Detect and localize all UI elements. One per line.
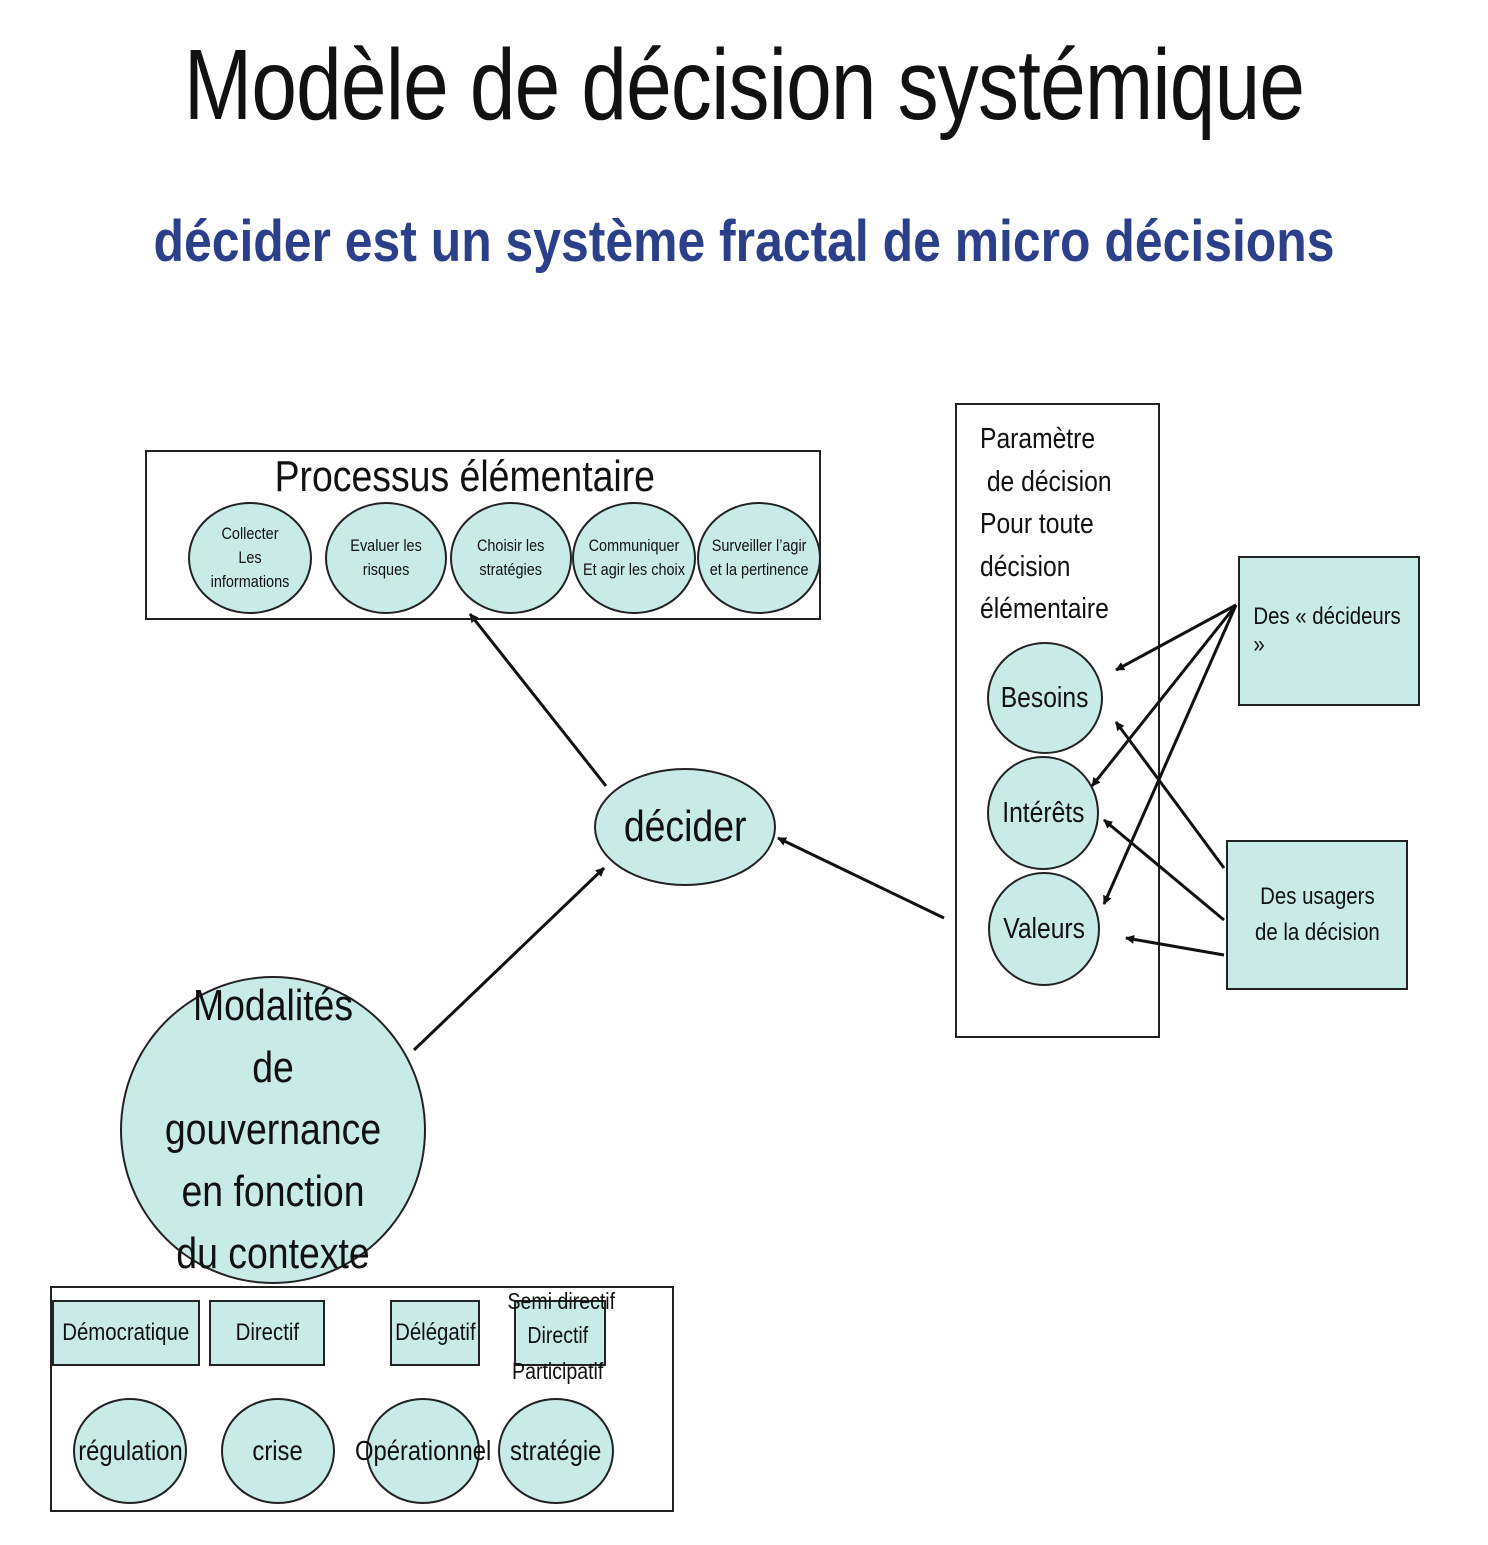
- step-label: Communiquer Et agir les choix: [583, 536, 685, 579]
- arrow-decideurs-to-interets: [1090, 604, 1238, 787]
- step-label: Choisir les stratégies: [477, 536, 545, 579]
- arrow-decider-to-processus: [468, 613, 608, 787]
- arrow-usagers-to-valeurs: [1125, 934, 1225, 957]
- context-regulation: régulation: [73, 1398, 187, 1504]
- step-label: Evaluer les risques: [350, 536, 422, 579]
- diagram-subtitle: décider est un système fractal de micro …: [153, 209, 1335, 274]
- diagram-title: Modèle de décision systémique: [183, 29, 1305, 141]
- valeurs-node: Valeurs: [988, 872, 1100, 986]
- mode-semi-directif-label: Semi directif: [507, 1288, 616, 1314]
- decideurs-box: Des « décideurs »: [1238, 556, 1420, 706]
- step-communiquer: Communiquer Et agir les choix: [572, 502, 696, 614]
- step-surveiller: Surveiller l’agir et la pertinence: [697, 502, 821, 614]
- step-choisir: Choisir les stratégies: [450, 502, 572, 614]
- step-label: Surveiller l’agir et la pertinence: [709, 536, 809, 579]
- processus-box: [145, 450, 821, 620]
- modes-box: [50, 1286, 674, 1512]
- step-label: Collecter Les informations: [210, 524, 290, 591]
- mode-directif: Directif: [209, 1300, 325, 1366]
- arrow-decideurs-to-besoins: [1115, 603, 1237, 672]
- arrow-decideurs-to-valeurs: [1102, 604, 1238, 905]
- context-operationnel: Opérationnel: [355, 1398, 491, 1504]
- step-collecter: Collecter Les informations: [188, 502, 312, 614]
- parametres-box: [955, 403, 1160, 1038]
- mode-delegatif: Délégatif: [390, 1300, 480, 1366]
- besoins-node: Besoins: [987, 642, 1103, 754]
- step-evaluer: Evaluer les risques: [325, 502, 447, 614]
- arrow-usagers-to-besoins: [1114, 721, 1226, 869]
- context-crise: crise: [221, 1398, 335, 1504]
- mode-participatif-label: Participatif: [512, 1358, 604, 1384]
- mode-directif-label-2: Directif: [527, 1322, 589, 1348]
- arrow-usagers-to-interets: [1103, 818, 1225, 922]
- decider-node: décider: [594, 768, 776, 886]
- usagers-box: Des usagers de la décision: [1226, 840, 1408, 990]
- parametres-label: Paramètre de décision Pour toute décisio…: [980, 423, 1112, 625]
- context-strategie: stratégie: [498, 1398, 614, 1504]
- processus-label: Processus élémentaire: [274, 452, 656, 501]
- mode-democratique: Démocratique: [52, 1300, 200, 1366]
- arrow-parametres-to-decider: [777, 836, 945, 920]
- gouvernance-node: Modalités de gouvernance en fonction du …: [120, 976, 426, 1284]
- mode-semi-directif-box: [514, 1300, 606, 1366]
- arrow-gouvernance-to-decider: [412, 866, 606, 1052]
- interets-node: Intérêts: [987, 756, 1099, 870]
